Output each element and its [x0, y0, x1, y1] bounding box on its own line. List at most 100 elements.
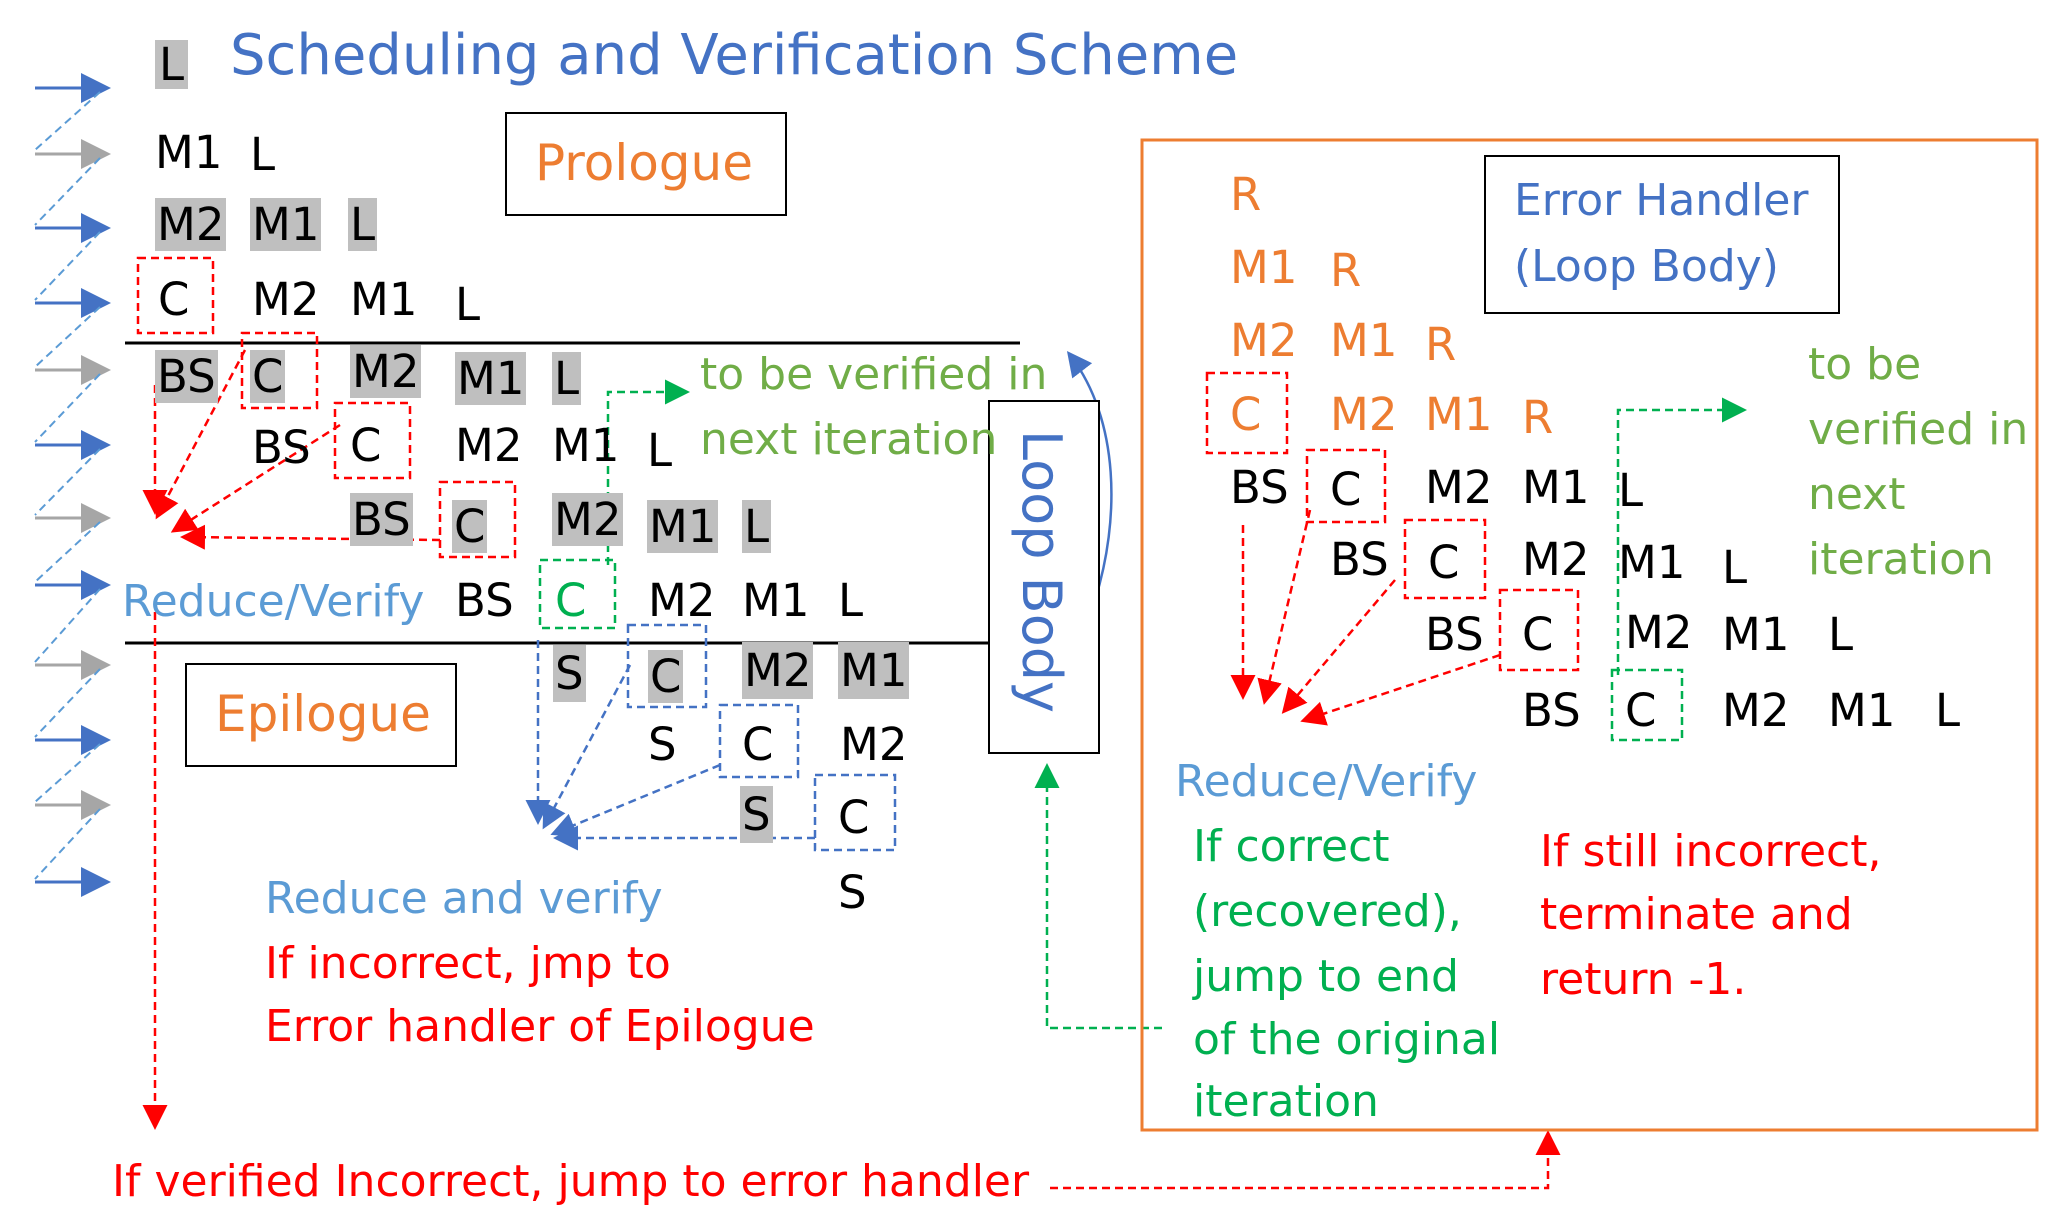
error-handler-line1: Error Handler: [1514, 175, 1809, 226]
eh-tok-BS: BS: [1425, 608, 1484, 661]
eh-tok-C: C: [1625, 684, 1657, 737]
prologue-box: Prologue: [505, 112, 787, 216]
c-box-blue-2: [718, 703, 800, 779]
error-handler-line2: (Loop Body): [1514, 241, 1779, 292]
if-incorrect-line1: If incorrect, jmp to: [265, 938, 671, 989]
tok-M1: M1: [250, 198, 322, 251]
error-handler-frame: [1140, 138, 2039, 1132]
tok-M1: M1: [838, 642, 910, 699]
tok-L: L: [647, 424, 673, 477]
epilogue-label: Epilogue: [215, 685, 431, 743]
eh-tok-L: L: [1828, 608, 1854, 661]
eh-tok-BS: BS: [1330, 533, 1389, 586]
tok-S: S: [553, 645, 586, 702]
eh-verify-next-3: next: [1808, 469, 1906, 520]
tok-C: C: [158, 273, 190, 326]
if-correct-1: If correct: [1193, 821, 1390, 872]
clock-arrows: [35, 73, 111, 897]
eh-tok-M1: M1: [1828, 684, 1896, 737]
eh-tok-C: C: [1230, 388, 1262, 441]
eh-verify-next-4: iteration: [1808, 534, 1994, 585]
tok-C: C: [838, 791, 870, 844]
tok-M2: M2: [840, 718, 908, 771]
eh-tok-L: L: [1618, 464, 1644, 517]
still-incorrect-2: terminate and: [1540, 889, 1853, 940]
c-box-3: [333, 401, 412, 480]
if-correct-4: of the original: [1193, 1014, 1501, 1065]
eh-c-box-4: [1498, 588, 1580, 672]
tok-L: L: [552, 352, 582, 405]
reduce-verify-label: Reduce/Verify: [122, 576, 425, 627]
eh-verify-next-2: verified in: [1808, 404, 2029, 455]
tok-BS: BS: [252, 421, 311, 474]
c-box-2: [240, 331, 319, 410]
tok-L: L: [455, 278, 481, 331]
c-box-1: [136, 256, 215, 335]
eh-tok-M1: M1: [1722, 608, 1790, 661]
eh-c-box-green: [1610, 668, 1684, 742]
loop-body-box: Loop Body: [988, 400, 1100, 754]
eh-tok-BS: BS: [1522, 684, 1581, 737]
verified-incorrect-label: If verified Incorrect, jump to error han…: [112, 1156, 1030, 1207]
eh-tok-M2: M2: [1722, 684, 1790, 737]
eh-tok-C: C: [1330, 463, 1362, 516]
c-box-blue-3: [813, 773, 897, 852]
verify-next-line1: to be verified in: [700, 349, 1048, 400]
tok-M1: M1: [742, 574, 810, 627]
tok-C: C: [452, 500, 488, 553]
c-box-4: [438, 480, 517, 559]
prologue-label: Prologue: [535, 134, 753, 192]
eh-verify-next-1: to be: [1808, 339, 1922, 390]
tok-S: S: [648, 718, 677, 771]
c-box-green: [538, 558, 617, 630]
tok-M1: M1: [350, 273, 418, 326]
tok-BS: BS: [455, 574, 514, 627]
eh-tok-L: L: [1935, 684, 1961, 737]
tok-M2: M2: [552, 493, 624, 546]
tok-M2: M2: [648, 574, 716, 627]
tok-C: C: [250, 350, 286, 403]
eh-tok-R: R: [1522, 391, 1554, 444]
eh-tok-L: L: [1722, 541, 1748, 594]
epilogue-box: Epilogue: [185, 663, 457, 767]
tok-M2: M2: [155, 198, 227, 251]
tok-S: S: [838, 866, 867, 919]
tok-M2: M2: [742, 642, 814, 699]
eh-tok-M1: M1: [1618, 536, 1686, 589]
tok-BS: BS: [350, 493, 413, 546]
tok-M1: M1: [455, 352, 527, 405]
tok-M2: M2: [252, 273, 320, 326]
eh-tok-BS: BS: [1230, 461, 1289, 514]
tok-C: C: [648, 650, 684, 703]
eh-tok-M2: M2: [1230, 314, 1298, 367]
tok-L: L: [250, 128, 276, 181]
tok-L: L: [838, 574, 864, 627]
eh-tok-M1: M1: [1230, 241, 1298, 294]
eh-tok-M1: M1: [1330, 314, 1398, 367]
eh-tok-R: R: [1330, 244, 1362, 297]
eh-c-box-1: [1205, 371, 1289, 455]
if-correct-3: jump to end: [1193, 951, 1459, 1002]
eh-tok-M2: M2: [1330, 388, 1398, 441]
tok-L: L: [348, 198, 378, 251]
clock-diagonals: [34, 91, 101, 880]
tok-M2: M2: [350, 345, 422, 398]
reduce-and-verify-label: Reduce and verify: [265, 873, 663, 924]
eh-c-box-3: [1403, 518, 1487, 600]
if-incorrect-line2: Error handler of Epilogue: [265, 1001, 815, 1052]
eh-tok-C: C: [1428, 536, 1460, 589]
eh-tok-R: R: [1425, 318, 1457, 371]
tok-S: S: [740, 786, 773, 843]
eh-tok-M1: M1: [1522, 461, 1590, 514]
still-incorrect-1: If still incorrect,: [1540, 826, 1882, 877]
eh-tok-R: R: [1230, 168, 1262, 221]
loop-back-arrow: [1066, 351, 1113, 601]
if-correct-2: (recovered),: [1193, 886, 1462, 937]
eh-tok-M2: M2: [1625, 606, 1693, 659]
eh-tok-C: C: [1522, 608, 1554, 661]
tok-M1: M1: [647, 500, 719, 553]
error-handler-title-box: Error Handler (Loop Body): [1484, 155, 1840, 314]
tok-C: C: [350, 419, 382, 472]
eh-tok-M1: M1: [1425, 388, 1493, 441]
